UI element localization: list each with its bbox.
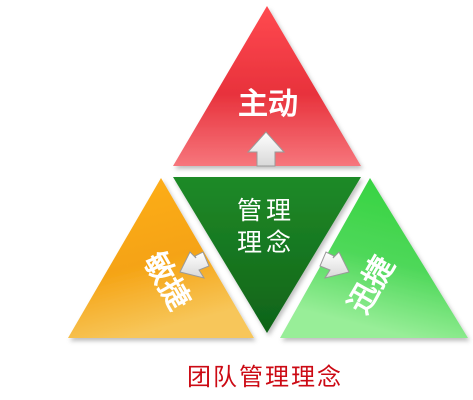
right-triangle-shape [280, 178, 468, 338]
center-label-line2: 理念 [237, 228, 295, 257]
top-triangle-shape [173, 6, 361, 166]
up-arrow-icon [246, 131, 286, 167]
left-triangle-shape [68, 178, 254, 338]
diagram-caption: 团队管理理念 [187, 363, 343, 391]
center-label-line1: 管理 [237, 196, 295, 225]
top-triangle: 主动 [173, 6, 361, 166]
top-triangle-label: 主动 [238, 87, 298, 122]
left-triangle: 敏捷 [68, 178, 254, 338]
right-triangle: 迅捷 [280, 178, 468, 338]
left-arrow-icon [179, 251, 210, 279]
center-triangle-shape [173, 177, 361, 333]
right-arrow-icon [319, 251, 350, 279]
center-triangle: 管理 理念 [173, 177, 361, 333]
